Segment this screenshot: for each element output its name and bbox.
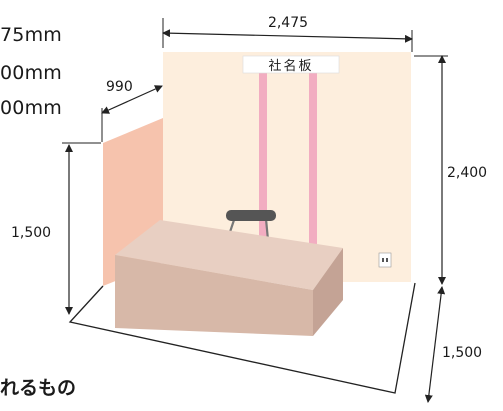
- company-sign-plate: [242, 55, 340, 74]
- spec-value: 75: [0, 24, 25, 46]
- dimension-line-depth-floor: [424, 286, 446, 403]
- dimension-depth-side-label: 990: [106, 79, 133, 95]
- spec-line-1: 75mm: [0, 24, 62, 46]
- outlet-slot: [382, 258, 384, 262]
- spec-line-2: 00mm: [0, 62, 62, 84]
- counter-top: [115, 220, 343, 290]
- spec-value: 00: [0, 97, 25, 119]
- dimension-line-width: [162, 29, 413, 43]
- spec-line-3: 00mm: [0, 97, 62, 119]
- right-pillar: [309, 73, 317, 245]
- outlet-slot: [386, 258, 388, 262]
- counter-side: [313, 248, 343, 336]
- dimension-height-side-label: 1,500: [11, 225, 51, 241]
- dimension-width-label: 2,475: [268, 15, 308, 31]
- wall-outlet: [378, 252, 392, 268]
- spec-unit: mm: [24, 24, 62, 46]
- spec-unit: mm: [24, 97, 62, 119]
- company-sign-text: 社名板: [268, 58, 313, 74]
- left-pillar: [259, 73, 267, 243]
- chair-backrest: [226, 210, 276, 221]
- dimension-height-back-label: 2,400: [447, 165, 487, 181]
- section-caption: れるもの: [0, 377, 77, 399]
- spec-value: 00: [0, 62, 25, 84]
- dimension-line-depth-side: [101, 85, 163, 114]
- dimension-depth-floor-label: 1,500: [442, 345, 482, 361]
- floor-outline: [68, 282, 416, 394]
- spec-unit: mm: [24, 62, 62, 84]
- counter-front: [115, 255, 313, 336]
